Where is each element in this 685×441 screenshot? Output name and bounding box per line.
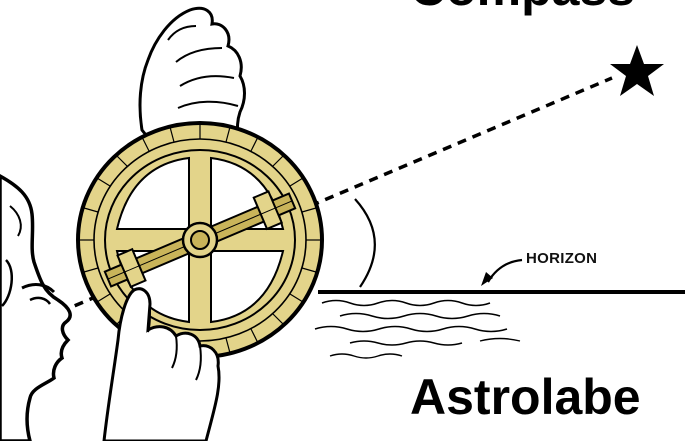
upper-hand [140,8,245,140]
horizon-pointer-arrow [488,260,522,282]
observer-face [0,176,70,441]
star-icon [610,45,664,96]
horizon-water [315,292,685,358]
astrolabe-title: Astrolabe [410,372,641,422]
horizon-label: HORIZON [526,251,597,266]
astrolabe-instrument [78,123,322,357]
angle-arc [355,199,375,287]
compass-title: Compass [410,0,635,13]
